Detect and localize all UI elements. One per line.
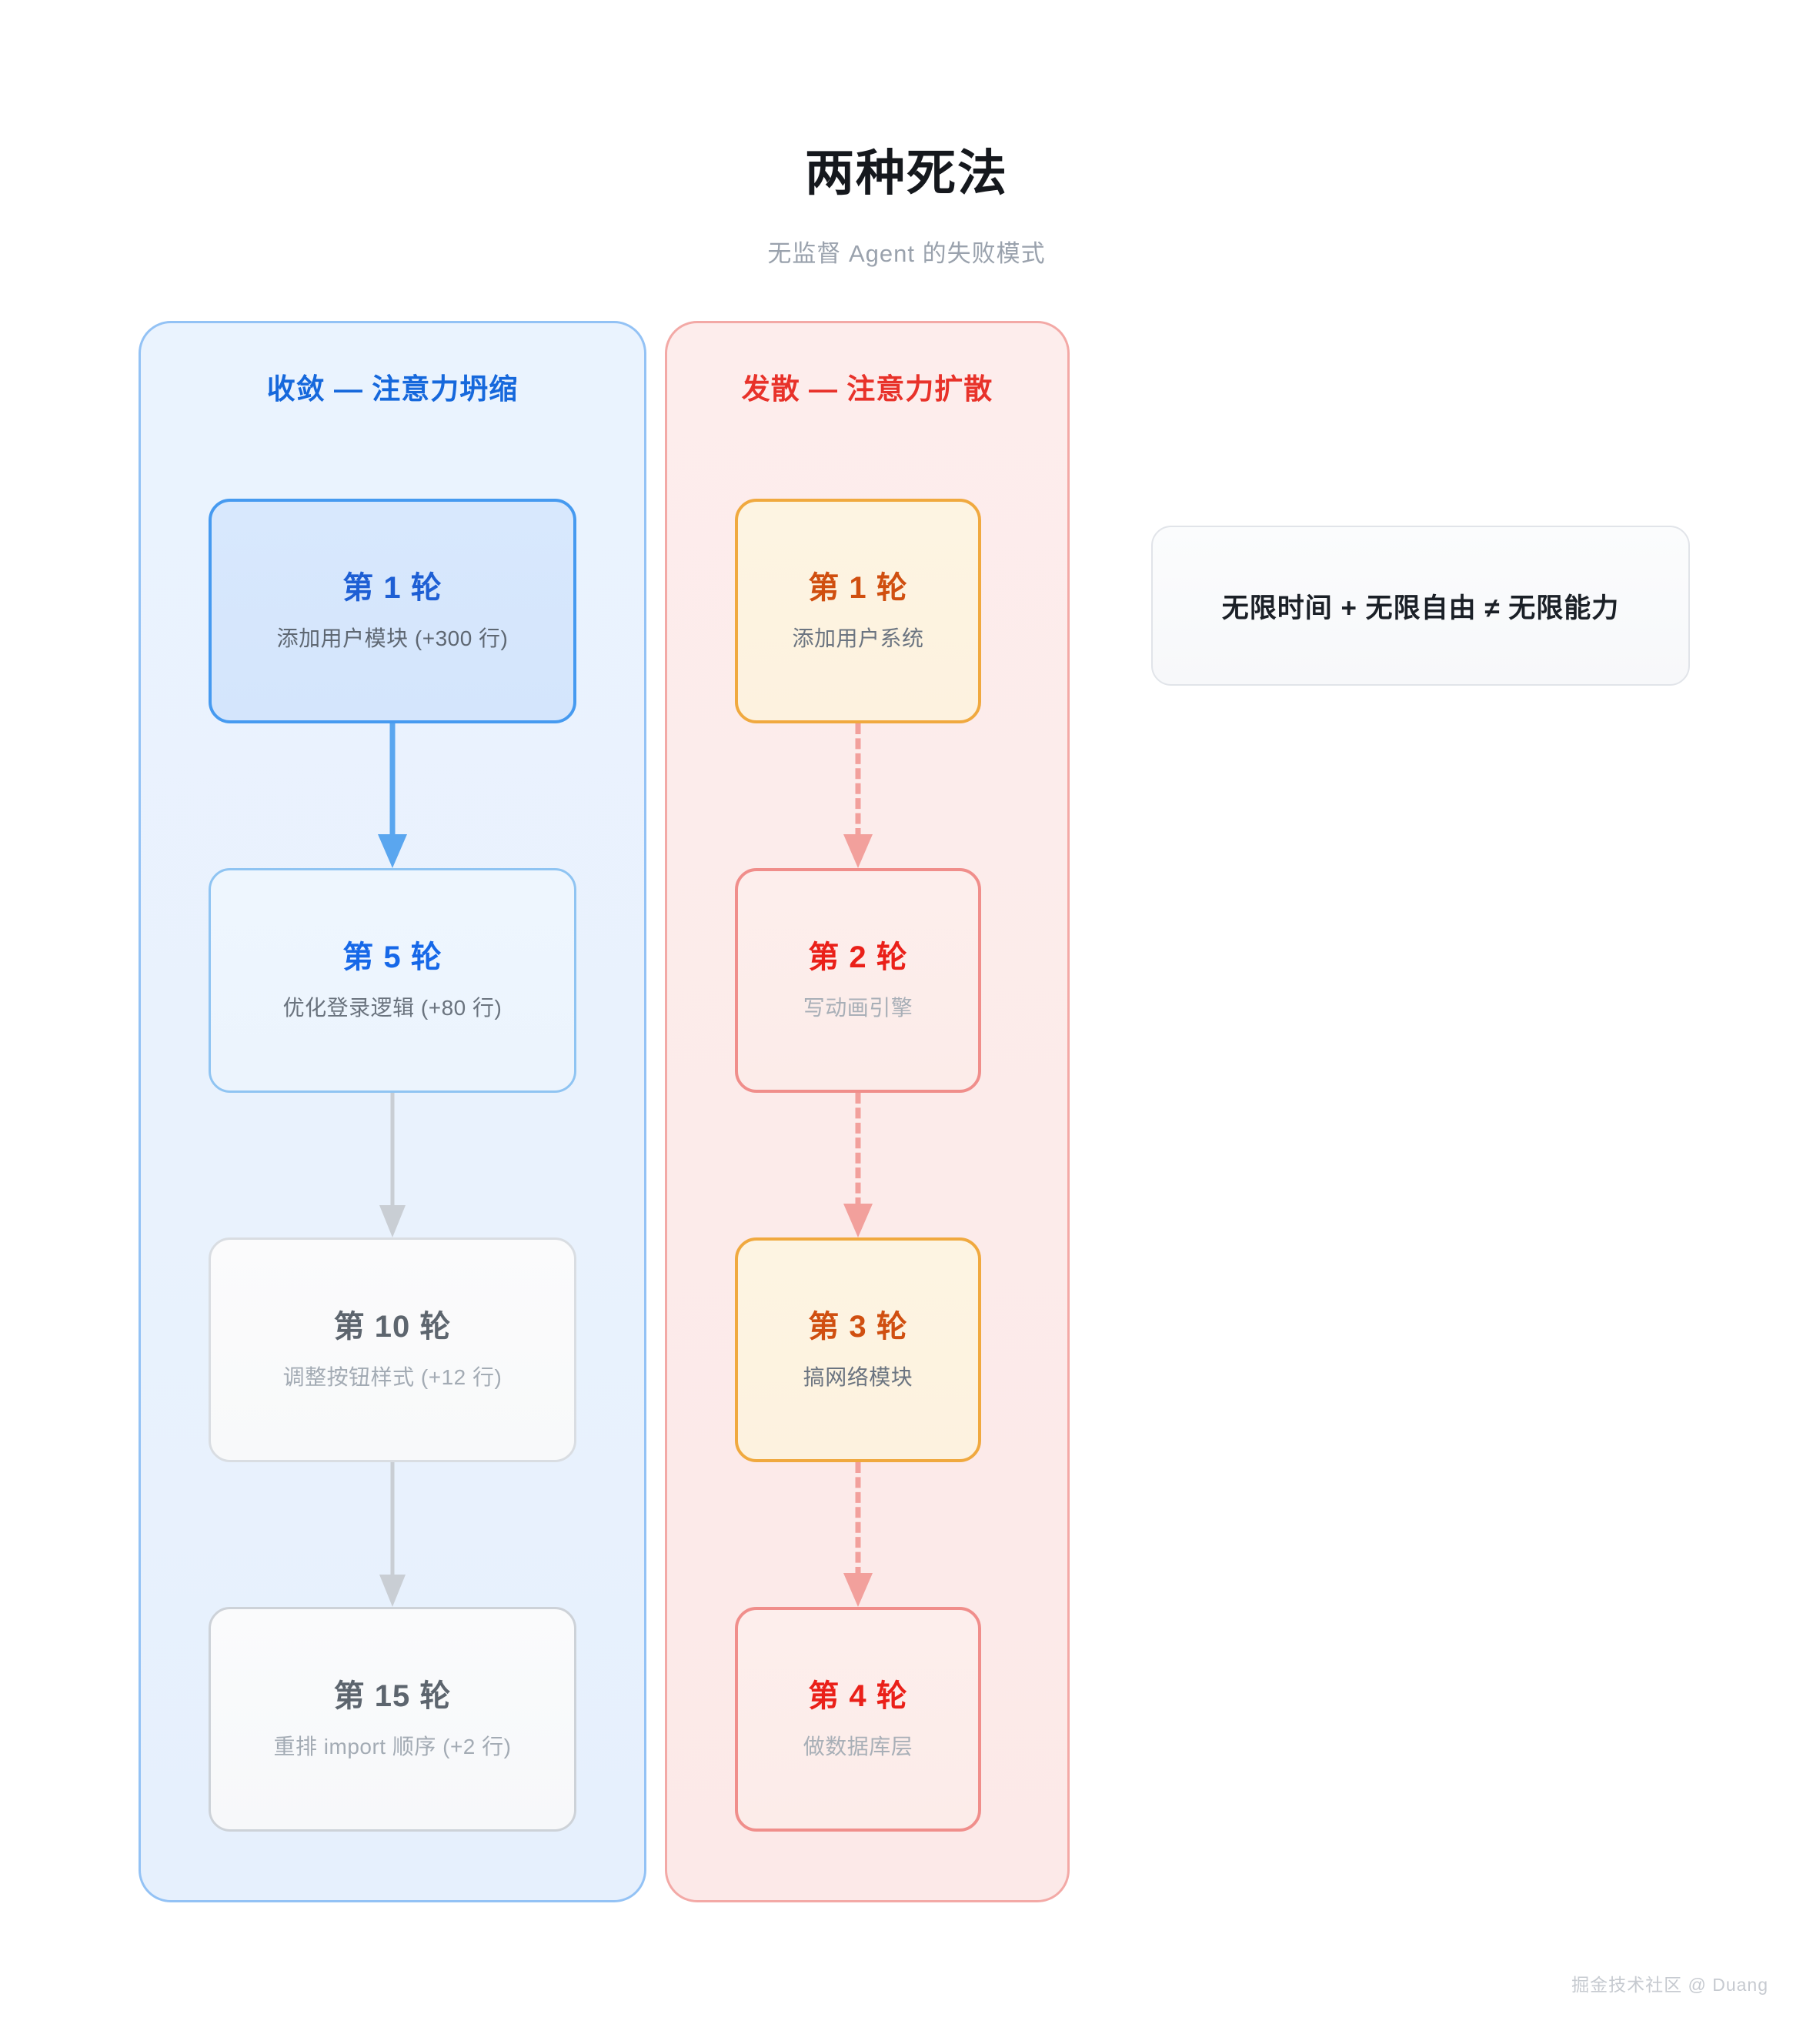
- step-card-diverge-2: 第 2 轮 写动画引擎: [735, 868, 981, 1093]
- step-card-description: 调整按钮样式 (+12 行): [282, 1365, 502, 1390]
- panel-divergence: 发散 — 注意力扩散 第 1 轮 添加用户系统 第 2 轮 写动画引擎 第 3 …: [665, 321, 1070, 1902]
- arrow-down-dashed-icon: [843, 1462, 873, 1607]
- step-card-converge-4: 第 15 轮 重排 import 顺序 (+2 行): [209, 1607, 576, 1832]
- panel-convergence-heading: 收敛 — 注意力坍缩: [266, 373, 519, 405]
- step-card-description: 搞网络模块: [803, 1365, 913, 1390]
- step-card-converge-1: 第 1 轮 添加用户模块 (+300 行): [209, 499, 576, 723]
- arrow-down-icon: [379, 1093, 406, 1237]
- arrow-down-dashed-icon: [843, 723, 873, 868]
- step-card-title: 第 4 轮: [808, 1679, 908, 1714]
- step-card-description: 优化登录逻辑 (+80 行): [282, 996, 502, 1020]
- step-card-description: 写动画引擎: [803, 996, 913, 1020]
- page-subtitle: 无监督 Agent 的失败模式: [767, 240, 1046, 268]
- note-callout: 无限时间 + 无限自由 ≠ 无限能力: [1151, 526, 1690, 686]
- step-card-diverge-4: 第 4 轮 做数据库层: [735, 1607, 981, 1832]
- arrow-head: [378, 834, 407, 868]
- step-card-title: 第 15 轮: [333, 1679, 452, 1714]
- arrow-shaft: [390, 1093, 395, 1208]
- step-card-description: 重排 import 顺序 (+2 行): [273, 1735, 512, 1759]
- arrow-down-dashed-icon: [843, 1093, 873, 1237]
- step-card-title: 第 1 轮: [808, 571, 908, 606]
- step-card-title: 第 3 轮: [808, 1310, 908, 1344]
- arrow-down-icon: [379, 1462, 406, 1607]
- panel-convergence: 收敛 — 注意力坍缩 第 1 轮 添加用户模块 (+300 行) 第 5 轮 优…: [139, 321, 646, 1902]
- step-card-description: 做数据库层: [803, 1735, 913, 1759]
- diagram-header: 两种死法 无监督 Agent 的失败模式: [0, 0, 1813, 269]
- step-card-title: 第 2 轮: [808, 940, 908, 975]
- panel-divergence-heading: 发散 — 注意力扩散: [741, 373, 993, 405]
- arrow-head: [843, 1573, 873, 1607]
- step-card-converge-2: 第 5 轮 优化登录逻辑 (+80 行): [209, 868, 576, 1093]
- arrow-down-icon: [378, 723, 407, 868]
- arrow-shaft: [855, 1093, 861, 1208]
- page-title: 两种死法: [805, 145, 1008, 201]
- step-card-converge-3: 第 10 轮 调整按钮样式 (+12 行): [209, 1237, 576, 1462]
- note-callout-text: 无限时间 + 无限自由 ≠ 无限能力: [1221, 593, 1620, 623]
- arrow-head: [843, 1204, 873, 1237]
- step-card-description: 添加用户模块 (+300 行): [276, 626, 509, 651]
- step-card-diverge-3: 第 3 轮 搞网络模块: [735, 1237, 981, 1462]
- step-card-title: 第 1 轮: [342, 571, 442, 606]
- arrow-head: [379, 1205, 406, 1237]
- arrow-shaft: [389, 723, 396, 837]
- step-card-title: 第 5 轮: [342, 940, 442, 975]
- arrow-shaft: [390, 1462, 395, 1578]
- step-card-diverge-1: 第 1 轮 添加用户系统: [735, 499, 981, 723]
- arrow-head: [379, 1575, 406, 1607]
- arrow-shaft: [855, 1462, 861, 1578]
- step-card-description: 添加用户系统: [792, 626, 924, 651]
- step-card-title: 第 10 轮: [333, 1310, 452, 1344]
- arrow-shaft: [855, 723, 861, 839]
- arrow-head: [843, 834, 873, 868]
- footer-watermark: 掘金技术社区 @ Duang: [1571, 1975, 1768, 1995]
